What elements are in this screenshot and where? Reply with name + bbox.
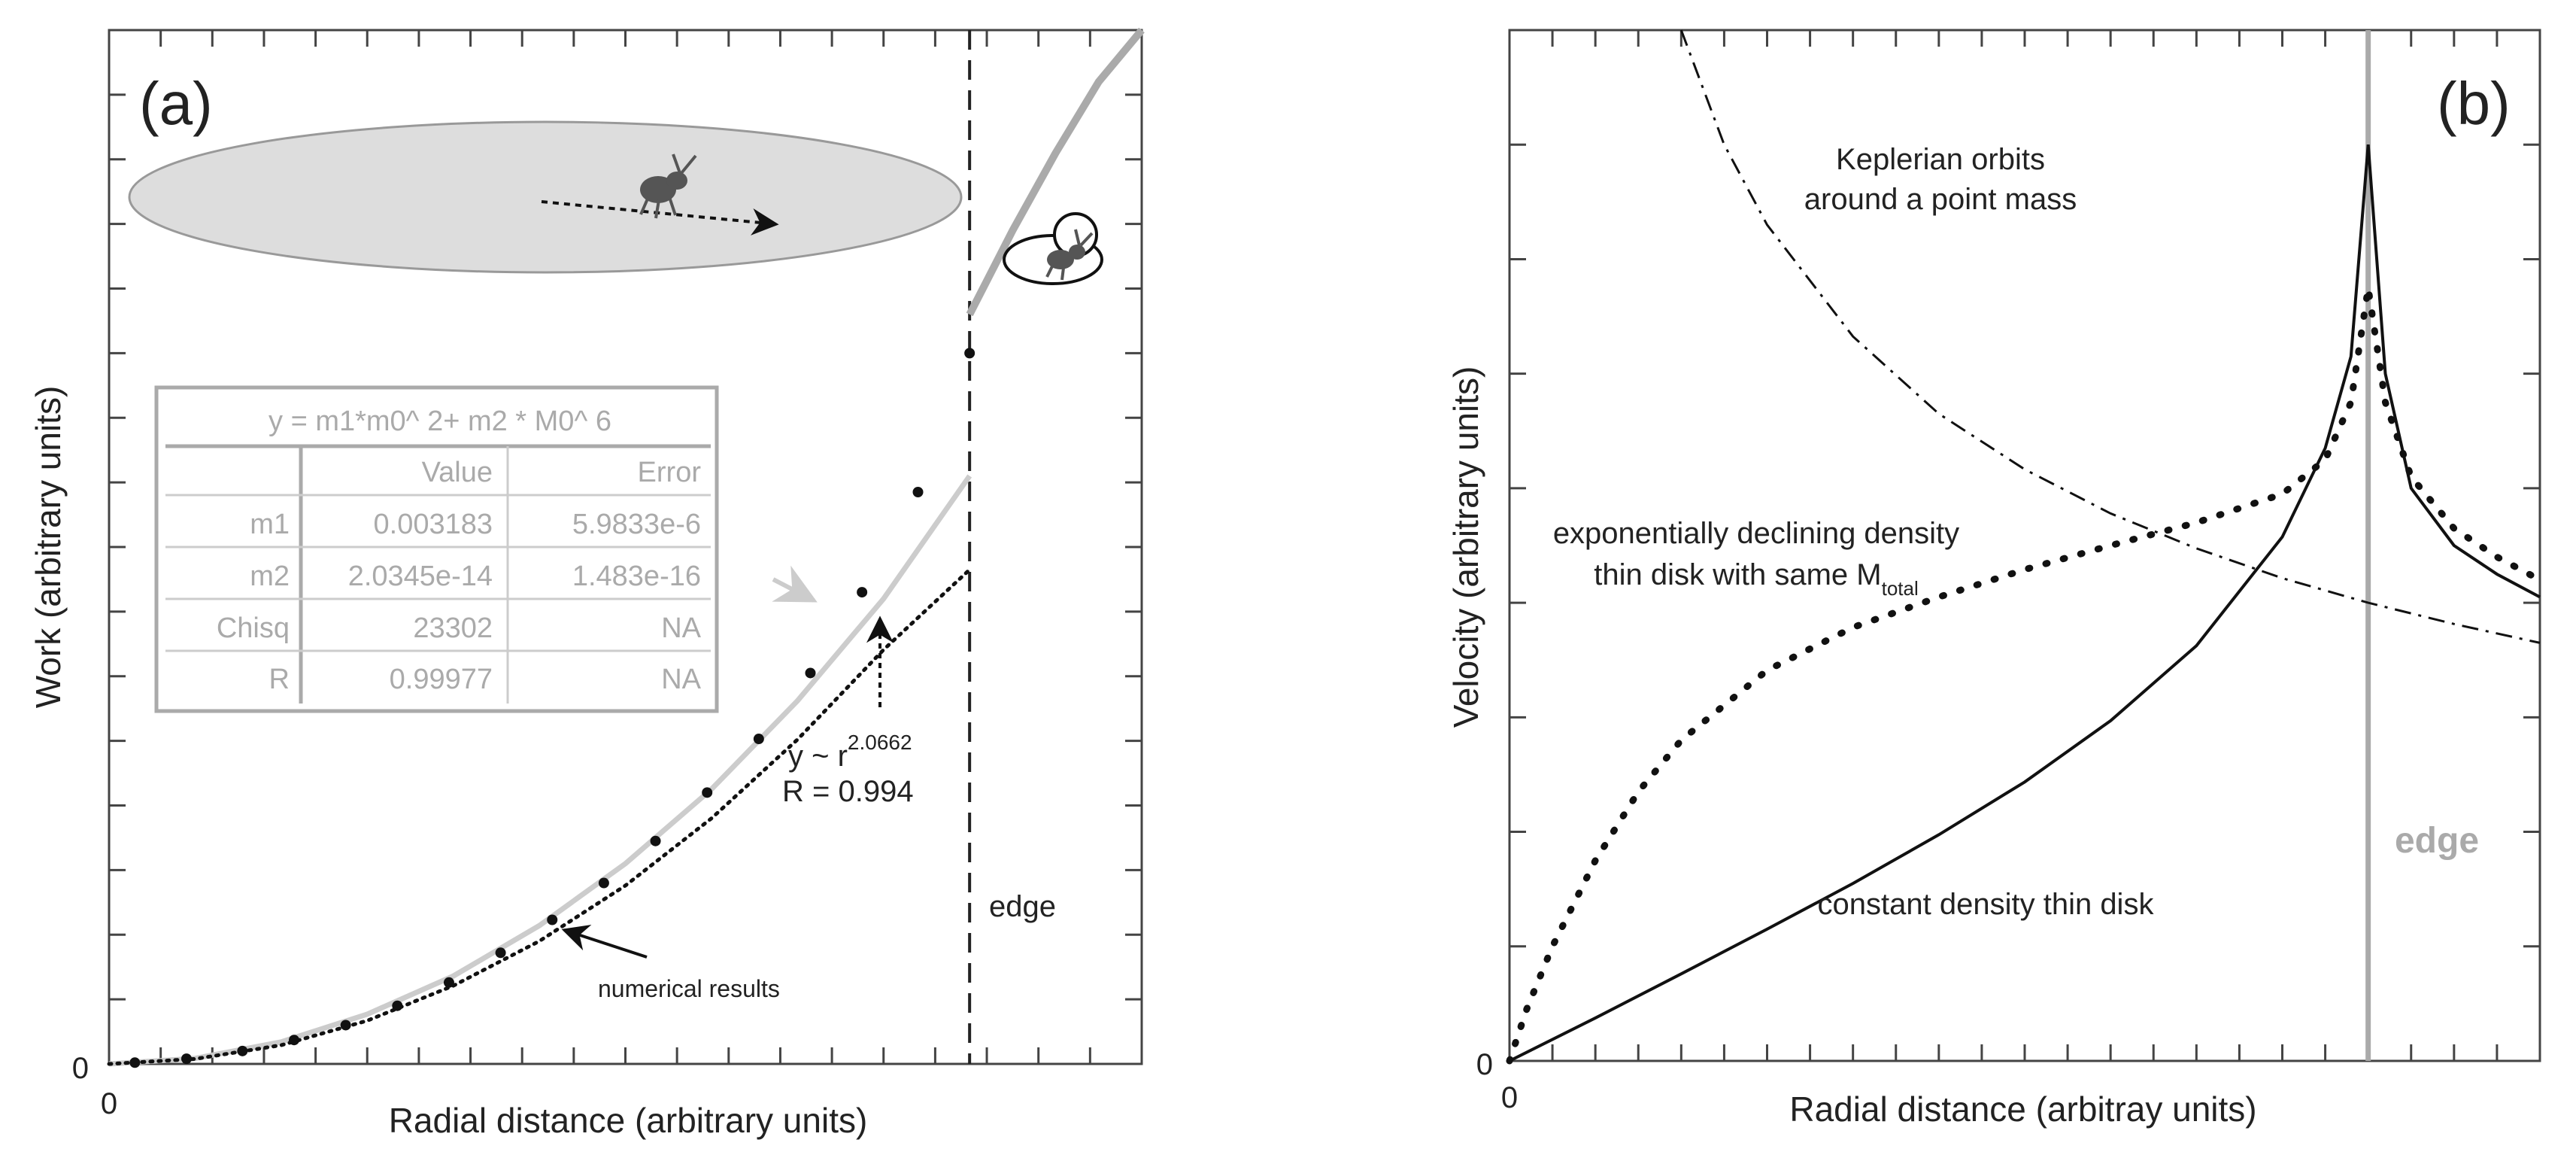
series-dash-dot [1679,29,2541,644]
fit-table-cell: Chisq [217,612,290,644]
small-disk-illustration [1003,212,1103,285]
series-gray-solid-fit [108,474,972,1067]
numerical-point [340,1020,351,1031]
panel-a-y-axis-label: Work (arbitrary units) [29,386,68,709]
fit-table-cell: NA [661,664,701,695]
series-dotted [1506,287,2544,1065]
exp-label-line1: exponentially declining density [1553,517,1959,550]
fit-table-frame [154,385,719,713]
series-gray-thick-continuation [966,27,1145,317]
fit-table-cell: 23302 [413,612,493,644]
fit-table-cell: 1.483e-16 [572,561,701,592]
panel-a-y-origin: 0 [72,1052,89,1085]
kepler-label-line2: around a point mass [1804,183,2077,216]
fit-table: y = m1*m0^ 2+ m2 * M0^ 6 Value Error m1 … [154,385,719,713]
exp-label-line2-main: thin disk with same M [1594,558,1881,591]
numerical-point [495,947,506,959]
panel-a-x-origin: 0 [101,1087,117,1120]
fit-table-cell: R [269,664,290,695]
fit-table-cell: 5.9833e-6 [572,509,701,540]
panel-b-edge-label: edge [2395,821,2479,861]
panel-a-numerical-points [129,348,975,1068]
numerical-point [288,1035,299,1046]
panel-b: (b) edge 0 0 Radial distance (arbitray u… [1446,29,2544,1129]
numerical-point [237,1045,248,1056]
panel-b-x-origin: 0 [1501,1081,1518,1114]
numerical-results-label: numerical results [598,975,780,1002]
panel-a-x-axis-label: Radial distance (arbitrary units) [389,1101,868,1140]
disk-illustration [128,120,963,274]
panel-b-x-axis-label: Radial distance (arbitray units) [1789,1090,2256,1129]
numerical-point [443,977,454,988]
panel-a-series [107,27,1145,1067]
small-ant-icon [1045,229,1094,281]
power-law-label: y ~ r2.0662 [788,731,912,773]
numerical-point [753,734,764,745]
numerical-point [547,914,558,925]
numerical-point [857,587,868,598]
fit-curve-arrow [772,565,818,603]
numerical-point [964,348,975,359]
fit-table-header-error: Error [638,457,702,488]
fit-table-cell: 0.99977 [390,664,493,695]
fit-table-header-value: Value [422,457,493,488]
numerical-results-arrow [561,924,648,959]
series-solid [1509,144,2541,1062]
power-law-r: R = 0.994 [782,775,914,808]
disk-ellipse [128,120,963,274]
numerical-point [805,667,816,679]
fit-table-cell: NA [661,612,701,644]
panel-b-y-axis-label: Velocity (arbitrary units) [1446,366,1485,728]
panel-b-y-origin: 0 [1476,1048,1493,1081]
power-law-exponent: 2.0662 [848,731,912,754]
fit-table-cell: 0.003183 [374,509,493,540]
panel-b-ticks [1509,30,2540,1061]
fit-table-title: y = m1*m0^ 2+ m2 * M0^ 6 [269,406,611,437]
fit-table-cell: 2.0345e-14 [348,561,493,592]
numerical-point [702,787,713,798]
exp-label-line2: thin disk with same Mtotal [1594,558,1919,600]
numerical-point [598,877,609,889]
power-law-base: y ~ r [788,740,848,773]
numerical-point [181,1053,192,1065]
panel-a: (a) edge 0 0 Radial distance (arbitrary … [29,27,1145,1140]
panel-b-series [1506,29,2544,1065]
const-density-label: constant density thin disk [1818,888,2155,921]
numerical-point [129,1057,141,1068]
exp-label-subscript: total [1882,577,1919,600]
kepler-label-line1: Keplerian orbits [1836,143,2045,176]
fit-table-cell: m2 [250,561,290,592]
fit-table-cell: m1 [250,509,290,540]
panel-b-label: (b) [2437,70,2511,137]
panel-a-edge-label: edge [989,890,1056,923]
panel-a-label: (a) [139,70,213,137]
panel-a-ticks [109,30,1142,1064]
series-dotted-power-law [107,567,972,1066]
numerical-point [650,835,661,846]
numerical-point [392,1000,403,1011]
ant-path-arrow [541,200,779,236]
ant-icon [639,153,697,219]
numerical-point [912,487,924,498]
